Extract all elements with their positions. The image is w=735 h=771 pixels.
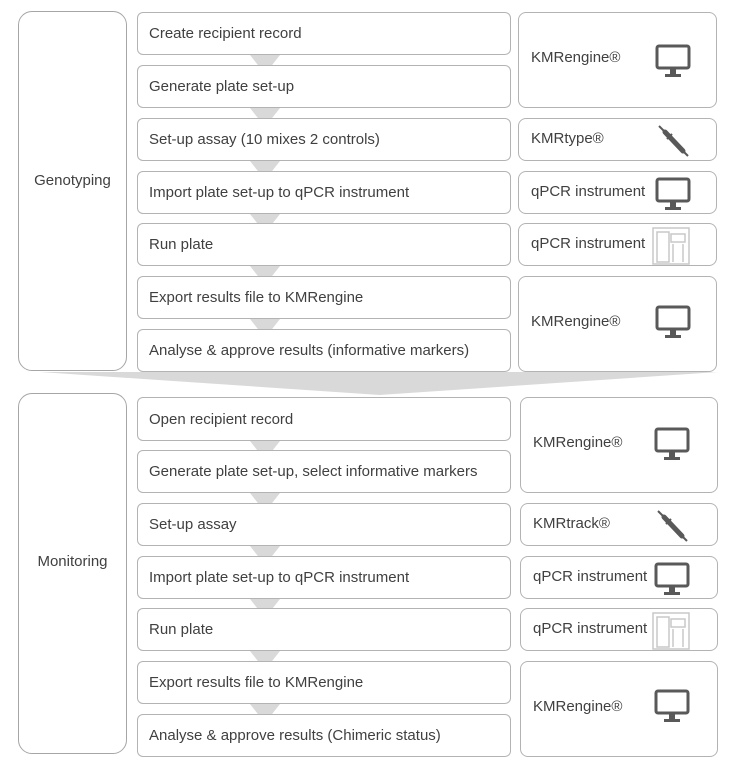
monitoring-tool-kmrengine-1: KMRengine®	[520, 397, 718, 493]
down-arrow	[250, 651, 280, 670]
down-arrow	[250, 108, 280, 127]
phase-transition-arrow	[40, 372, 718, 395]
genotyping-step-3: Set-up assay (10 mixes 2 controls)	[137, 118, 511, 161]
genotyping-tool-kmrengine-1: KMRengine®	[518, 12, 717, 108]
genotyping-step-1: Create recipient record	[137, 12, 511, 55]
genotyping-step-2: Generate plate set-up	[137, 65, 511, 108]
monitor-icon	[654, 561, 690, 597]
monitoring-step-3: Set-up assay	[137, 503, 511, 546]
monitor-icon	[655, 176, 691, 212]
pipette-icon	[654, 508, 690, 544]
down-arrow	[250, 319, 280, 338]
monitoring-step-2: Generate plate set-up, select informativ…	[137, 450, 511, 493]
monitoring-phase-box: Monitoring	[18, 393, 127, 754]
monitoring-tool-kmrengine-2: KMRengine®	[520, 661, 718, 757]
qpcr-instrument-icon	[651, 226, 691, 266]
down-arrow	[250, 493, 280, 512]
monitor-icon	[655, 304, 691, 340]
down-arrow	[250, 55, 280, 74]
monitoring-step-4: Import plate set-up to qPCR instrument	[137, 556, 511, 599]
pipette-icon	[655, 123, 691, 159]
monitor-icon	[654, 688, 690, 724]
down-arrow	[250, 546, 280, 565]
genotyping-step-5: Run plate	[137, 223, 511, 266]
genotyping-tool-qpcr-2: qPCR instrument	[518, 223, 717, 266]
genotyping-tool-kmrtype: KMRtype®	[518, 118, 717, 161]
genotyping-tool-kmrengine-2: KMRengine®	[518, 276, 717, 372]
genotyping-step-4: Import plate set-up to qPCR instrument	[137, 171, 511, 214]
down-arrow	[250, 161, 280, 180]
monitoring-step-6: Export results file to KMRengine	[137, 661, 511, 704]
monitoring-tool-qpcr-2: qPCR instrument	[520, 608, 718, 651]
qpcr-instrument-icon	[651, 611, 691, 651]
monitoring-step-1: Open recipient record	[137, 397, 511, 441]
monitor-icon	[655, 43, 691, 79]
down-arrow	[250, 704, 280, 723]
down-arrow	[250, 266, 280, 285]
genotyping-step-7: Analyse & approve results (informative m…	[137, 329, 511, 372]
genotyping-step-6: Export results file to KMRengine	[137, 276, 511, 319]
monitoring-step-5: Run plate	[137, 608, 511, 651]
genotyping-phase-box: Genotyping	[18, 11, 127, 371]
monitor-icon	[654, 426, 690, 462]
genotyping-label: Genotyping	[34, 172, 111, 189]
genotyping-tool-qpcr-1: qPCR instrument	[518, 171, 717, 214]
monitoring-step-7: Analyse & approve results (Chimeric stat…	[137, 714, 511, 757]
monitoring-tool-kmrtrack: KMRtrack®	[520, 503, 718, 546]
monitoring-label: Monitoring	[37, 553, 108, 570]
monitoring-tool-qpcr-1: qPCR instrument	[520, 556, 718, 599]
